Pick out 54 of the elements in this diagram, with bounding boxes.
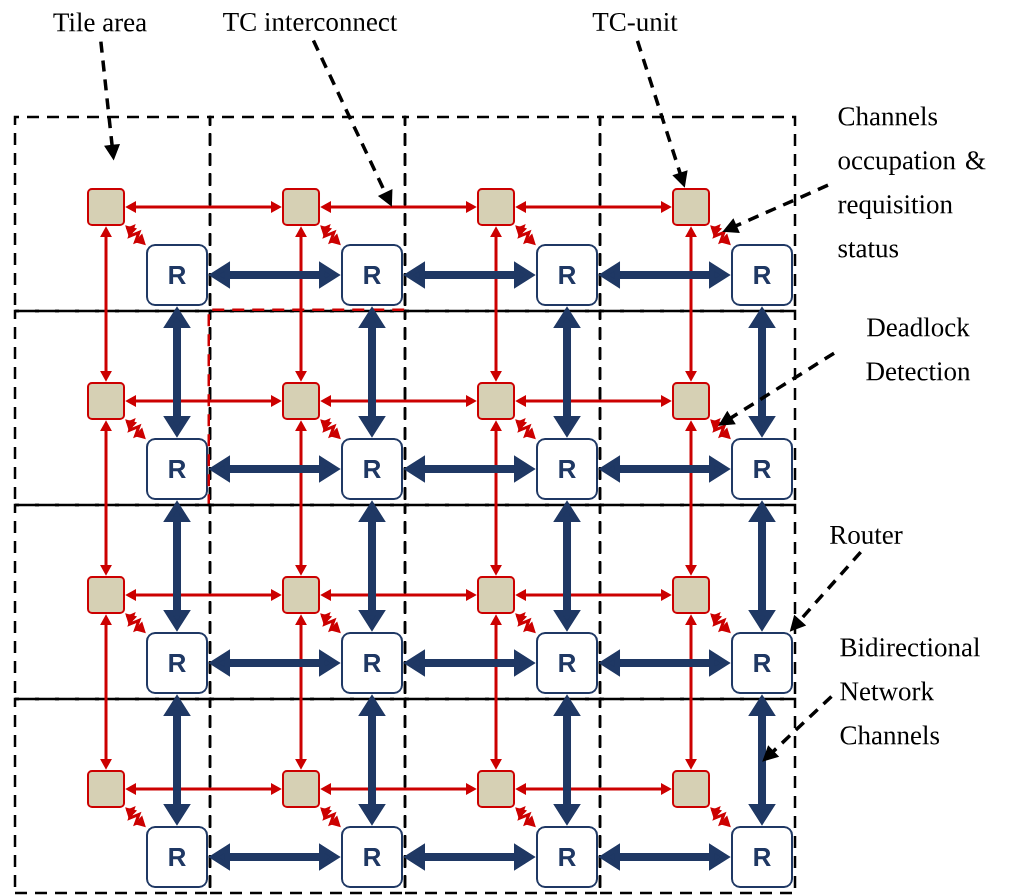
router-box: R — [536, 826, 598, 888]
tile-outline — [208, 503, 407, 701]
tc-unit-box — [672, 576, 710, 614]
router-box: R — [341, 632, 403, 694]
tile-outline — [13, 697, 212, 895]
router-box: R — [341, 438, 403, 500]
tc-unit-box — [282, 382, 320, 420]
tile-outline — [403, 115, 602, 313]
router-box: R — [146, 244, 208, 306]
tc-unit-box — [87, 382, 125, 420]
router-box: R — [731, 438, 793, 500]
tc-unit-box — [87, 576, 125, 614]
annotation-text: TC interconnect — [223, 12, 398, 32]
tc-unit-box — [477, 576, 515, 614]
tc-unit-box — [672, 188, 710, 226]
tile-outline — [598, 697, 797, 895]
tile-outline — [13, 115, 212, 313]
router-box: R — [536, 438, 598, 500]
tile-outline — [403, 697, 602, 895]
router-box: R — [731, 244, 793, 306]
tc-unit-box — [87, 188, 125, 226]
router-box: R — [341, 826, 403, 888]
tc-unit-box — [672, 382, 710, 420]
tc-unit-box — [282, 188, 320, 226]
router-box: R — [731, 826, 793, 888]
tc-unit-box — [282, 770, 320, 808]
router-box: R — [341, 244, 403, 306]
tc-unit-box — [282, 576, 320, 614]
router-box: R — [146, 826, 208, 888]
tile-outline — [403, 309, 602, 507]
router-box: R — [146, 632, 208, 694]
tc-unit-box — [672, 770, 710, 808]
tile-outline — [13, 309, 212, 507]
annotation-text: Tile area — [53, 12, 147, 32]
router-box: R — [731, 632, 793, 694]
annotation-text: Bidirectional Network Channels — [840, 637, 980, 745]
router-box: R — [536, 244, 598, 306]
tc-unit-box — [477, 770, 515, 808]
tc-unit-box — [477, 382, 515, 420]
tile-outline — [13, 503, 212, 701]
tc-unit-box — [477, 188, 515, 226]
tile-outline — [598, 115, 797, 313]
annotation-text: Channels occupation & requisition status — [838, 106, 986, 258]
router-box: R — [536, 632, 598, 694]
annotation-text: TC-unit — [592, 12, 678, 32]
annotation-text: Deadlock Detection — [866, 317, 971, 381]
tile-outline — [403, 503, 602, 701]
tile-outline — [598, 309, 797, 507]
annotation-text: Router — [830, 526, 903, 544]
tile-outline — [598, 503, 797, 701]
tc-unit-box — [87, 770, 125, 808]
tile-outline — [208, 115, 407, 313]
router-box: R — [146, 438, 208, 500]
tile-outline — [208, 697, 407, 895]
